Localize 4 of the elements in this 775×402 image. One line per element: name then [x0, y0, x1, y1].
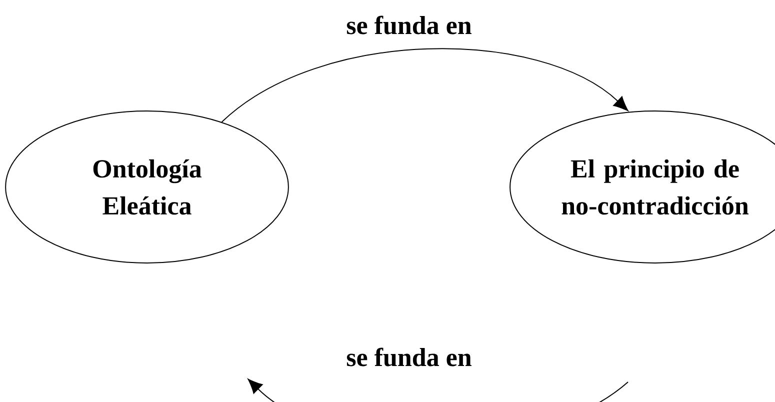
arrow — [221, 48, 628, 122]
edge-label: se funda en — [345, 14, 473, 36]
ellipse-node: Ontología Eleática — [5, 110, 289, 264]
arrow-label: se funda en — [345, 346, 473, 368]
